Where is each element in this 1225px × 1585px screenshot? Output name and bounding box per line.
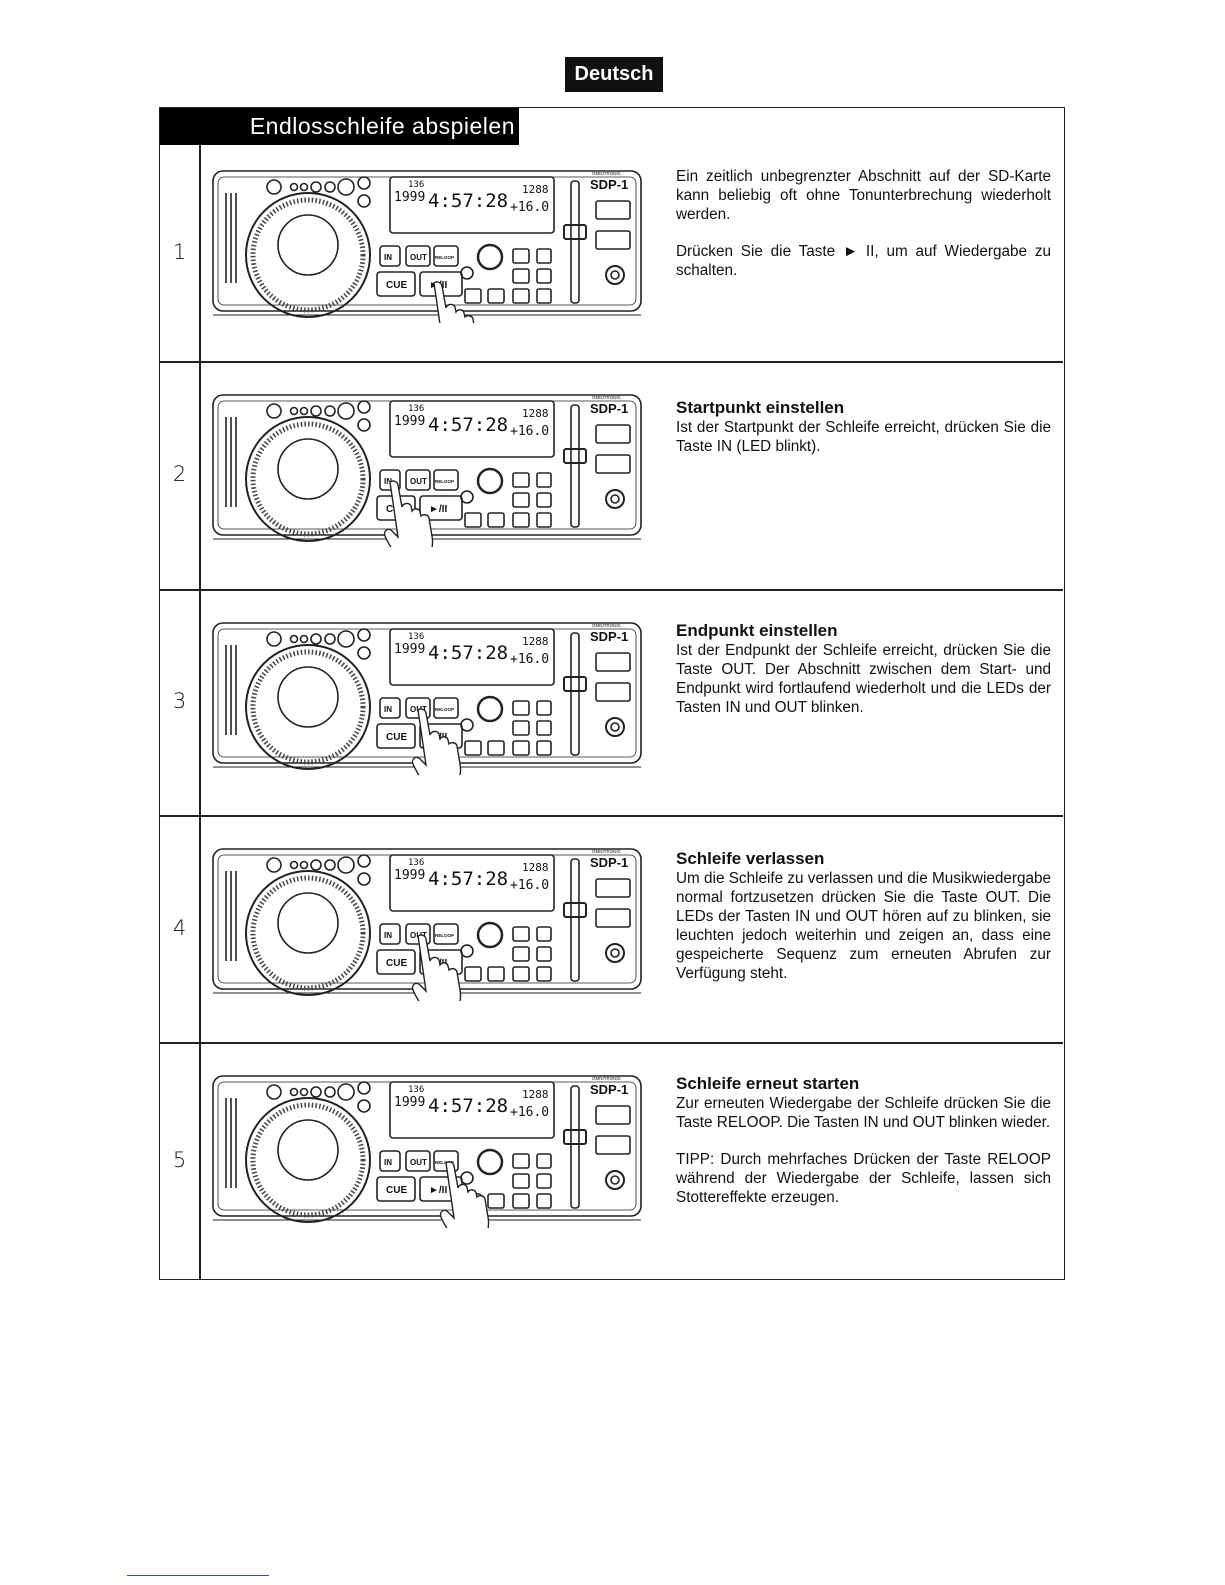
in-button-label: IN — [384, 705, 392, 714]
display-year: 1999 — [394, 642, 425, 657]
display-pitch: +16.0 — [510, 878, 549, 893]
reloop-button-label: RELOOP — [435, 707, 454, 712]
device-illustration: 1999 4:57:28 1288 +16.0 136 IN OUT RELOO… — [212, 615, 642, 775]
brand-logo: OMNITRONIC — [592, 623, 622, 628]
display-track: 136 — [408, 858, 424, 868]
step-number: 5 — [160, 1148, 199, 1172]
display-time: 4:57:28 — [428, 414, 508, 436]
step-paragraph: Um die Schleife zu verlassen und die Mus… — [676, 869, 1051, 983]
display-year: 1999 — [394, 868, 425, 883]
display-bpm: 1288 — [522, 407, 549, 420]
step-heading: Schleife erneut starten — [676, 1074, 1051, 1093]
cue-button-label: CUE — [386, 732, 407, 743]
step-number: 2 — [160, 462, 199, 486]
display-time: 4:57:28 — [428, 868, 508, 890]
reloop-button-label: RELOOP — [435, 933, 454, 938]
display-pitch: +16.0 — [510, 1105, 549, 1120]
reloop-button-label: RELOOP — [435, 479, 454, 484]
in-button-label: IN — [384, 931, 392, 940]
footer-link-rule — [127, 1575, 269, 1576]
device-figure: 1999 4:57:28 1288 +16.0 136 IN OUT RELOO… — [212, 163, 642, 323]
step-text: Ein zeitlich unbegrenzter Abschnitt auf … — [676, 167, 1051, 298]
display-bpm: 1288 — [522, 183, 549, 196]
display-track: 136 — [408, 404, 424, 414]
play-pause-button-label: ►/II — [429, 504, 447, 515]
brand-logo: OMNITRONIC — [592, 171, 622, 176]
step-heading: Endpunkt einstellen — [676, 621, 1051, 640]
reloop-button-label: RELOOP — [435, 255, 454, 260]
device-figure: 1999 4:57:28 1288 +16.0 136 IN OUT RELOO… — [212, 387, 642, 547]
out-button-label: OUT — [410, 253, 427, 262]
display-track: 136 — [408, 1085, 424, 1095]
device-illustration: 1999 4:57:28 1288 +16.0 136 IN OUT RELOO… — [212, 841, 642, 1001]
step-paragraph: TIPP: Durch mehrfaches Drücken der Taste… — [676, 1150, 1051, 1207]
model-logo: SDP-1 — [590, 177, 628, 192]
out-button-label: OUT — [410, 477, 427, 486]
step-paragraph: Zur erneuten Wiedergabe der Schleife drü… — [676, 1094, 1051, 1132]
display-time: 4:57:28 — [428, 1095, 508, 1117]
display-track: 136 — [408, 632, 424, 642]
step-paragraph: Ist der Endpunkt der Schleife erreicht, … — [676, 641, 1051, 717]
device-figure: 1999 4:57:28 1288 +16.0 136 IN OUT RELOO… — [212, 1068, 642, 1228]
display-bpm: 1288 — [522, 861, 549, 874]
step-heading: Startpunkt einstellen — [676, 398, 1051, 417]
step-row: 5 — [160, 1042, 1063, 1279]
step-paragraph: Ist der Startpunkt der Schleife erreicht… — [676, 418, 1051, 456]
play-pause-button-label: ►/II — [429, 1185, 447, 1196]
model-logo: SDP-1 — [590, 401, 628, 416]
display-year: 1999 — [394, 1095, 425, 1110]
display-year: 1999 — [394, 414, 425, 429]
display-pitch: +16.0 — [510, 200, 549, 215]
step-number: 1 — [160, 240, 199, 264]
display-year: 1999 — [394, 190, 425, 205]
display-pitch: +16.0 — [510, 424, 549, 439]
step-row: 1 — [160, 145, 1063, 361]
model-logo: SDP-1 — [590, 1082, 628, 1097]
cue-button-label: CUE — [386, 280, 407, 291]
device-figure: 1999 4:57:28 1288 +16.0 136 IN OUT RELOO… — [212, 841, 642, 1001]
device-illustration: 1999 4:57:28 1288 +16.0 136 IN OUT RELOO… — [212, 163, 642, 323]
device-figure: 1999 4:57:28 1288 +16.0 136 IN OUT RELOO… — [212, 615, 642, 775]
in-button-label: IN — [384, 253, 392, 262]
step-paragraph: Drücken Sie die Taste ► II, um auf Wiede… — [676, 242, 1051, 280]
model-logo: SDP-1 — [590, 855, 628, 870]
out-button-label: OUT — [410, 1158, 427, 1167]
display-bpm: 1288 — [522, 1088, 549, 1101]
step-paragraph: Ein zeitlich unbegrenzter Abschnitt auf … — [676, 167, 1051, 224]
display-time: 4:57:28 — [428, 190, 508, 212]
step-number: 4 — [160, 916, 199, 940]
cue-button-label: CUE — [386, 1185, 407, 1196]
step-heading: Schleife verlassen — [676, 849, 1051, 868]
step-row: 4 — [160, 815, 1063, 1042]
instruction-table: Endlosschleife abspielen 1 — [159, 107, 1065, 1280]
model-logo: SDP-1 — [590, 629, 628, 644]
cue-button-label: CUE — [386, 958, 407, 969]
display-time: 4:57:28 — [428, 642, 508, 664]
language-badge: Deutsch — [565, 57, 663, 92]
display-track: 136 — [408, 180, 424, 190]
step-row: 3 — [160, 589, 1063, 815]
step-row: 2 — [160, 361, 1063, 589]
brand-logo: OMNITRONIC — [592, 395, 622, 400]
step-number: 3 — [160, 689, 199, 713]
section-title: Endlosschleife abspielen — [160, 108, 519, 145]
brand-logo: OMNITRONIC — [592, 1076, 622, 1081]
brand-logo: OMNITRONIC — [592, 849, 622, 854]
device-illustration: 1999 4:57:28 1288 +16.0 136 IN OUT RELOO… — [212, 387, 642, 547]
display-bpm: 1288 — [522, 635, 549, 648]
device-illustration: 1999 4:57:28 1288 +16.0 136 IN OUT RELOO… — [212, 1068, 642, 1228]
in-button-label: IN — [384, 1158, 392, 1167]
display-pitch: +16.0 — [510, 652, 549, 667]
